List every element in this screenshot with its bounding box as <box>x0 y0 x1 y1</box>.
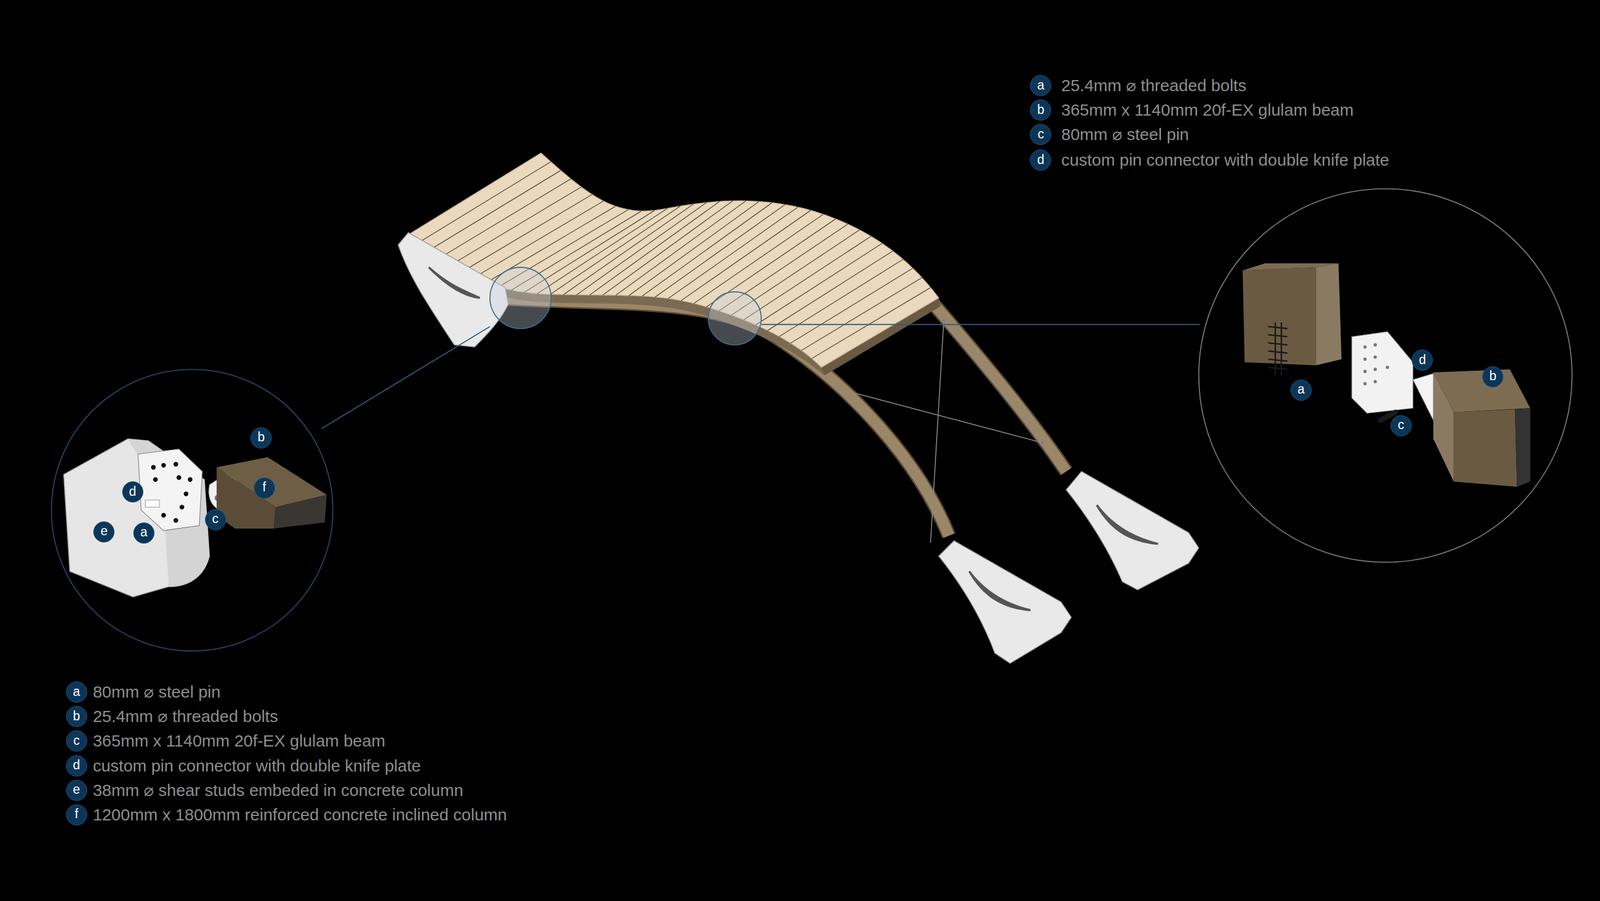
callout-badge: d <box>66 755 88 777</box>
callout-badge: c <box>1030 123 1052 145</box>
callout-badge: b <box>1482 366 1504 388</box>
deck-slat <box>668 207 799 299</box>
callout-badge: f <box>253 477 275 499</box>
deck-slat <box>655 204 785 297</box>
cross-cables <box>834 318 1044 543</box>
detail-circle <box>1198 188 1573 563</box>
knife-plate <box>1351 331 1434 421</box>
deck-slat <box>589 201 720 295</box>
callout-badge: c <box>205 508 227 530</box>
callout-badge: a <box>1290 379 1312 401</box>
detail-marker <box>490 267 552 329</box>
deck-slat <box>801 277 922 350</box>
deck-slat <box>550 206 681 295</box>
callout-letter: a <box>1297 382 1305 396</box>
part-description: 25.4mm ⌀ threaded bolts <box>92 703 278 729</box>
callout-badge: b <box>66 705 88 727</box>
deck-slat <box>576 202 707 295</box>
glulam-detail <box>1433 369 1530 487</box>
glulam-detail <box>1242 263 1342 366</box>
deck-slat <box>681 210 811 300</box>
callout-badge: a <box>133 522 155 544</box>
deck-slat <box>474 201 604 278</box>
part-description: 80mm ⌀ steel pin <box>1061 122 1189 147</box>
callout-badge: c <box>1390 415 1412 437</box>
callout-letter: a <box>140 525 148 539</box>
part-description: 38mm ⌀ shear studs embeded in concrete c… <box>92 777 464 803</box>
column-slot <box>428 267 480 298</box>
part-description: 80mm ⌀ steel pin <box>92 679 221 704</box>
callout-badge: b <box>250 427 272 449</box>
callout-badge: a <box>66 681 88 703</box>
glulam-leg <box>933 303 1067 472</box>
detail-marker <box>708 291 762 345</box>
callout-letter: b <box>1037 103 1045 117</box>
glulam-detail <box>216 456 327 529</box>
callout-letter: d <box>128 485 137 498</box>
callout-badge: e <box>66 779 88 801</box>
callout-letter: c <box>212 512 219 525</box>
callout-letter: b <box>72 709 80 723</box>
callout-letter: c <box>1397 418 1405 432</box>
callout-badge: f <box>66 803 88 825</box>
callout-letter: f <box>75 807 79 820</box>
callout-letter: b <box>257 430 265 444</box>
threaded-bolts <box>1268 322 1288 375</box>
callout-badge: e <box>93 521 115 543</box>
deck-slat <box>602 200 733 295</box>
deck-slat <box>418 161 551 243</box>
leader-line <box>761 323 1200 325</box>
deck-slat <box>743 236 872 320</box>
deck-slat <box>563 203 694 295</box>
callout-letter: f <box>262 480 267 494</box>
column-detail <box>63 438 238 597</box>
part-description: custom pin connector with double knife p… <box>1061 147 1577 173</box>
callout-letter: e <box>100 524 108 538</box>
part-description: 365mm x 1140mm 20f-EX glulam beam <box>92 728 385 753</box>
callout-letter: c <box>73 733 80 747</box>
deck-slat <box>693 214 824 304</box>
callout-badge: d <box>1030 149 1052 171</box>
callout-letter: e <box>72 782 80 796</box>
deck-slat <box>811 287 931 359</box>
callout-letter: c <box>1037 127 1045 141</box>
part-description: 365mm x 1140mm 20f-EX glulam beam <box>1061 97 1354 123</box>
glulam-leg <box>933 303 1067 472</box>
deck-slat <box>462 194 593 272</box>
callout-letter: d <box>72 758 80 772</box>
timber-deck <box>408 152 939 368</box>
callout-badge: c <box>66 730 88 752</box>
detail-circle <box>51 369 334 652</box>
callout-badge: d <box>122 481 144 503</box>
deck-slats <box>418 161 931 359</box>
callout-letter: a <box>72 685 80 698</box>
callout-letter: d <box>1037 153 1045 167</box>
callout-letter: d <box>1418 353 1427 367</box>
part-description: custom pin connector with double knife p… <box>92 753 421 778</box>
callout-badge: b <box>1030 99 1052 121</box>
concrete-foot <box>1066 471 1199 590</box>
deck-slat <box>537 208 668 294</box>
callout-letter: a <box>1037 78 1045 92</box>
part-description: 25.4mm ⌀ threaded bolts <box>1061 73 1247 98</box>
concrete-foot <box>938 540 1072 663</box>
callout-letter: b <box>1489 369 1497 383</box>
callout-badge: a <box>1030 75 1052 97</box>
deck-slat <box>790 267 913 343</box>
callout-badge: d <box>1411 349 1433 371</box>
leader-line <box>321 326 490 429</box>
part-description: 1200mm x 1800mm reinforced concrete incl… <box>92 802 507 827</box>
